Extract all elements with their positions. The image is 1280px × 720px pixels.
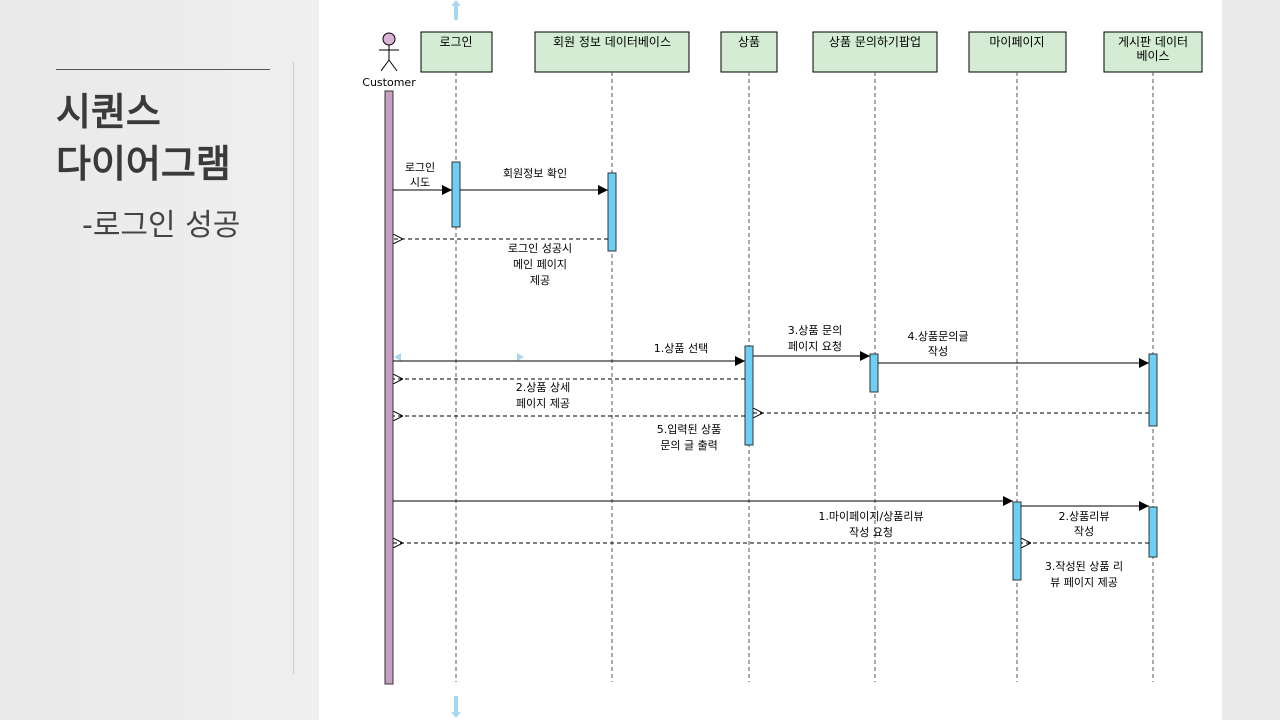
lifeline-product-label: 상품 bbox=[738, 35, 760, 49]
message-write-review-line1: 2.상품리뷰 bbox=[1059, 510, 1110, 523]
lifeline-board-db-label-line2: 베이스 bbox=[1136, 49, 1169, 63]
message-review-page-line1: 3.작성된 상품 리 bbox=[1045, 560, 1123, 573]
handle-down-arrow-icon[interactable] bbox=[451, 712, 461, 718]
message-login-success-line3: 제공 bbox=[530, 274, 550, 287]
message-write-inquiry[interactable]: 4.상품문의글 작성 bbox=[878, 330, 1149, 368]
message-print-inquiry-line2: 문의 글 출력 bbox=[660, 439, 718, 452]
lifeline-board-db-box[interactable] bbox=[1103, 31, 1203, 73]
message-login-success-line1: 로그인 성공시 bbox=[508, 242, 572, 255]
lifeline-login-label: 로그인 bbox=[439, 35, 472, 49]
slide-title-line1: 시퀀스 bbox=[56, 90, 161, 134]
message-select-product[interactable]: 1.상품 선택 bbox=[393, 342, 745, 366]
message-mypage-review-request-line2: 작성 요청 bbox=[849, 526, 893, 539]
message-review-page-line2: 뷰 페이지 제공 bbox=[1050, 576, 1118, 589]
message-review-page[interactable]: 3.작성된 상품 리 뷰 페이지 제공 bbox=[393, 543, 1123, 589]
activation-board-db-2 bbox=[1148, 506, 1158, 558]
activation-inquiry-popup bbox=[869, 353, 879, 393]
lifeline-board-db-label-line1: 게시판 데이터 bbox=[1118, 35, 1188, 49]
lifeline-mypage-label: 마이페이지 bbox=[989, 35, 1044, 49]
message-write-inquiry-line1: 4.상품문의글 bbox=[907, 330, 968, 343]
slide-title: 시퀀스 다이어그램 bbox=[56, 86, 296, 190]
handle-left-arrow-icon[interactable] bbox=[394, 353, 401, 361]
actor-customer[interactable]: Customer bbox=[362, 32, 416, 89]
activation-login bbox=[451, 161, 461, 228]
handle-down-stem bbox=[454, 696, 458, 712]
message-product-detail[interactable]: 2.상품 상세 페이지 제공 bbox=[393, 379, 745, 410]
lifeline-login-box[interactable] bbox=[420, 31, 493, 73]
handle-up-stem bbox=[454, 6, 458, 20]
actor-head bbox=[382, 32, 396, 46]
lifeline-headers[interactable]: 로그인 회원 정보 데이터베이스 상품 상품 문의하기팝업 마이페이지 게시판 … bbox=[420, 31, 1203, 73]
sequence-diagram-svg: Customer 로그인 회원 정보 데이터베이스 상품 상품 문의하기팝업 마… bbox=[362, 0, 1203, 718]
message-write-inquiry-line2: 작성 bbox=[928, 345, 948, 358]
actor-activation-bar bbox=[384, 90, 394, 685]
sequence-diagram-canvas: Customer 로그인 회원 정보 데이터베이스 상품 상품 문의하기팝업 마… bbox=[319, 0, 1222, 720]
message-inquiry-request-line2: 페이지 요청 bbox=[788, 340, 842, 353]
activation-bars bbox=[451, 161, 1158, 581]
message-login-try-line1: 로그인 bbox=[405, 161, 435, 174]
slide-title-panel: 시퀀스 다이어그램 -로그인 성공 bbox=[0, 0, 320, 720]
message-member-check[interactable]: 회원정보 확인 bbox=[460, 167, 608, 195]
actor-leg-left bbox=[380, 59, 390, 72]
message-print-inquiry[interactable]: 5.입력된 상품 문의 글 출력 bbox=[393, 416, 745, 452]
message-mypage-review-request-line1: 1.마이페이지/상품리뷰 bbox=[818, 510, 923, 523]
message-mypage-review-request[interactable]: 1.마이페이지/상품리뷰 작성 요청 bbox=[393, 496, 1013, 539]
message-product-detail-line1: 2.상품 상세 bbox=[516, 381, 570, 394]
title-top-rule bbox=[56, 69, 270, 70]
message-print-inquiry-line1: 5.입력된 상품 bbox=[657, 423, 722, 436]
message-member-check-label: 회원정보 확인 bbox=[503, 167, 567, 180]
handle-up-arrow-icon[interactable] bbox=[451, 0, 461, 6]
activation-mypage bbox=[1012, 501, 1022, 581]
message-login-try[interactable]: 로그인 시도 bbox=[393, 161, 452, 195]
lifeline-inquiry-popup-label: 상품 문의하기팝업 bbox=[829, 35, 921, 49]
message-login-success-line2: 메인 페이지 bbox=[513, 258, 567, 271]
message-inquiry-request-line1: 3.상품 문의 bbox=[788, 324, 842, 337]
actor-label: Customer bbox=[362, 76, 416, 89]
message-login-success[interactable]: 로그인 성공시 메인 페이지 제공 bbox=[393, 239, 608, 287]
message-login-try-line2: 시도 bbox=[410, 176, 430, 189]
message-inquiry-request[interactable]: 3.상품 문의 페이지 요청 bbox=[753, 324, 870, 361]
lifeline-product-box[interactable] bbox=[720, 31, 778, 73]
handle-right-arrow-icon[interactable] bbox=[517, 353, 524, 361]
lifeline-mypage-box[interactable] bbox=[968, 31, 1067, 73]
selection-handles[interactable] bbox=[394, 0, 524, 718]
slide-title-line2: 다이어그램 bbox=[56, 142, 231, 186]
lifeline-inquiry-popup-box[interactable] bbox=[812, 31, 938, 73]
activation-board-db-1 bbox=[1148, 353, 1158, 427]
lifeline-dashes bbox=[455, 72, 1154, 682]
slide-subtitle: -로그인 성공 bbox=[82, 208, 241, 243]
activation-product bbox=[744, 345, 754, 446]
actor-leg-right bbox=[388, 59, 398, 72]
activation-member-db bbox=[607, 172, 617, 252]
message-write-review[interactable]: 2.상품리뷰 작성 bbox=[1021, 501, 1149, 538]
lifeline-member-db-box[interactable] bbox=[534, 31, 690, 73]
message-product-detail-line2: 페이지 제공 bbox=[516, 397, 570, 410]
lifeline-member-db-label: 회원 정보 데이터베이스 bbox=[553, 35, 671, 49]
title-side-rule bbox=[293, 62, 294, 674]
message-write-review-line2: 작성 bbox=[1074, 525, 1094, 538]
message-select-product-label: 1.상품 선택 bbox=[654, 342, 708, 355]
slide-right-band bbox=[1222, 0, 1280, 720]
